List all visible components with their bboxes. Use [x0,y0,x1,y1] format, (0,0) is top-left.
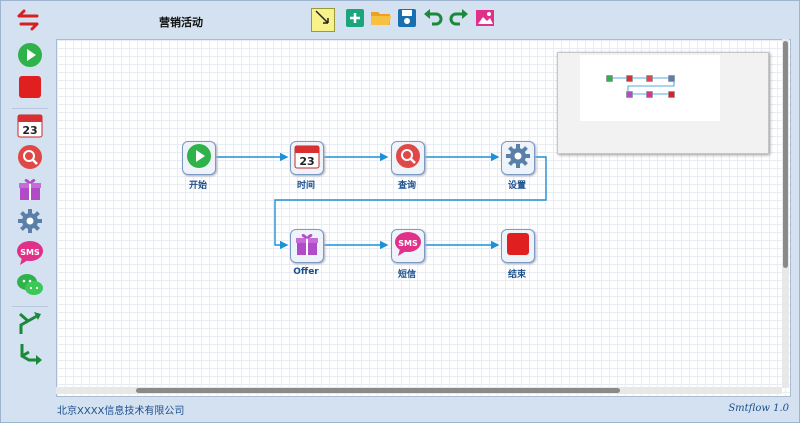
node-palette: 23 SMS [8,39,50,379]
sms-bubble-icon: SMS [16,240,44,270]
minimap-node [606,75,613,82]
sms-text: SMS [398,239,418,248]
node-label-start: 开始 [188,181,207,191]
undo-button[interactable] [421,8,445,32]
page-title: 营销活动 [159,16,203,29]
calendar-icon: 23 [294,143,320,173]
connector-layer [214,152,547,250]
minimap-node [668,91,675,98]
stop-icon [506,232,530,260]
pointer-arrow-icon [314,9,332,31]
calendar-day-text: 23 [299,155,314,168]
floppy-disk-icon [397,8,417,32]
node-label-sms: 短信 [397,270,416,280]
node-end[interactable] [501,229,535,263]
swap-arrows-icon[interactable] [15,9,43,31]
search-icon [395,143,421,173]
palette-branch[interactable] [16,311,44,339]
palette-wechat[interactable] [16,273,44,301]
palette-divider [12,108,48,109]
node-start[interactable] [182,141,216,175]
palette-sms[interactable]: SMS [16,241,44,269]
minimap-connectors [608,77,675,95]
palette-merge[interactable] [16,343,44,371]
minimap-node [646,75,653,82]
node-settings[interactable] [501,141,535,175]
calendar-icon: 23 [17,112,43,142]
node-label-offer: Offer [293,267,319,277]
pointer-tool-button[interactable] [311,8,335,32]
plus-square-icon [345,8,365,32]
undo-arrow-icon [423,8,443,32]
minimap-node [626,75,633,82]
palette-start[interactable] [16,43,44,71]
gear-icon [505,143,531,173]
node-label-settings: 设置 [507,181,526,191]
minimap[interactable] [557,52,769,154]
redo-arrow-icon [449,8,469,32]
calendar-day-text: 23 [22,124,37,137]
add-node-button[interactable] [343,8,367,32]
palette-divider [12,306,48,307]
open-file-button[interactable] [369,8,393,32]
connector-settings-offer[interactable] [274,156,547,250]
play-icon [186,143,212,173]
branch-arrow-icon [17,310,43,340]
palette-end[interactable] [16,75,44,103]
picture-icon [475,8,495,32]
gift-icon [295,232,319,260]
node-label-time: 时间 [296,181,315,191]
search-icon [17,144,43,174]
play-icon [17,42,43,72]
gear-icon [17,208,43,238]
vertical-scrollbar[interactable] [782,39,789,388]
palette-offer[interactable] [16,177,44,205]
horizontal-scroll-thumb[interactable] [136,388,620,393]
palette-query[interactable] [16,145,44,173]
minimap-node [626,91,633,98]
wechat-icon [16,272,44,302]
palette-settings[interactable] [16,209,44,237]
node-sms[interactable]: SMS [391,229,425,263]
save-file-button[interactable] [395,8,419,32]
horizontal-scrollbar[interactable] [56,387,782,394]
redo-button[interactable] [447,8,471,32]
node-label-end: 结束 [507,270,526,280]
export-image-button[interactable] [473,8,497,32]
version-label: Smtflow 1.0 [728,403,789,414]
folder-icon [370,8,392,32]
title-bar: 营销活动 [1,1,799,37]
company-name: 北京XXXX信息技术有限公司 [57,406,185,417]
flow-canvas[interactable]: 开始 23 时间 查询 设置 Offer [56,39,791,397]
node-query[interactable] [391,141,425,175]
minimap-node [646,91,653,98]
merge-arrow-icon [17,342,43,372]
gift-icon [18,177,42,205]
vertical-scroll-thumb[interactable] [783,41,788,268]
node-time[interactable]: 23 [290,141,324,175]
minimap-viewport[interactable] [580,55,720,121]
sms-text: SMS [20,248,40,257]
sms-bubble-icon: SMS [394,231,422,261]
node-offer[interactable] [290,229,324,263]
minimap-node [668,75,675,82]
node-label-query: 查询 [397,181,416,191]
stop-icon [18,75,42,103]
palette-time[interactable]: 23 [16,113,44,141]
